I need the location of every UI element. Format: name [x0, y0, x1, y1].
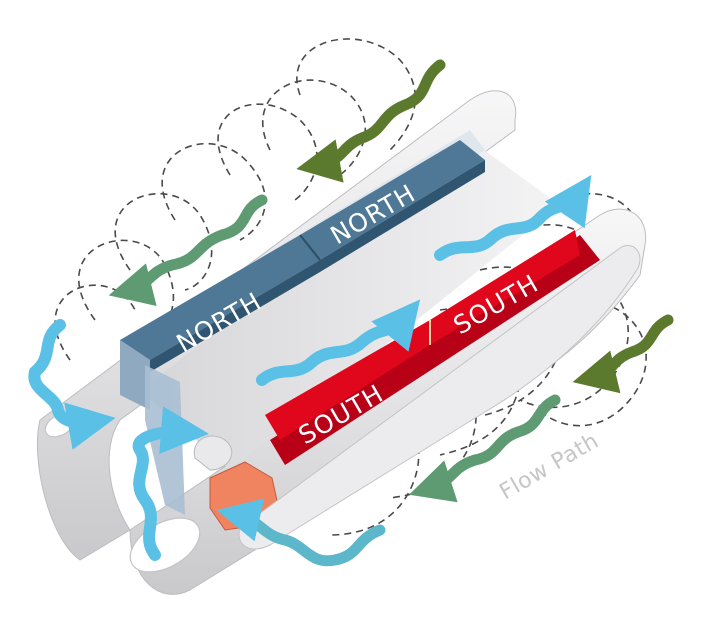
wavy-arrow-light-blue-icon	[256, 299, 421, 386]
wavy-arrow-teal-green-icon	[409, 394, 561, 503]
north-magnet-assembly: NORTH NORTH	[120, 130, 485, 515]
wavy-arrow-light-blue-icon	[28, 319, 116, 450]
wavy-arrow-teal-green-icon	[108, 194, 268, 306]
incoming-flow-arrows	[296, 59, 674, 394]
wavy-arrow-light-blue-icon	[434, 175, 592, 261]
south-magnet-assembly: SOUTH SOUTH	[265, 230, 600, 465]
wavy-arrow-light-blue-icon	[132, 406, 209, 561]
outgoing-flow-arrows	[28, 175, 592, 561]
inner-channel	[140, 140, 560, 470]
wavy-arrow-dark-green-icon	[572, 314, 674, 394]
front-pipe-lip	[238, 245, 641, 550]
wavy-arrow-teal-green-icon	[216, 498, 386, 567]
field-flow-arrows	[108, 194, 561, 567]
wavy-arrow-dark-green-icon	[296, 59, 446, 183]
